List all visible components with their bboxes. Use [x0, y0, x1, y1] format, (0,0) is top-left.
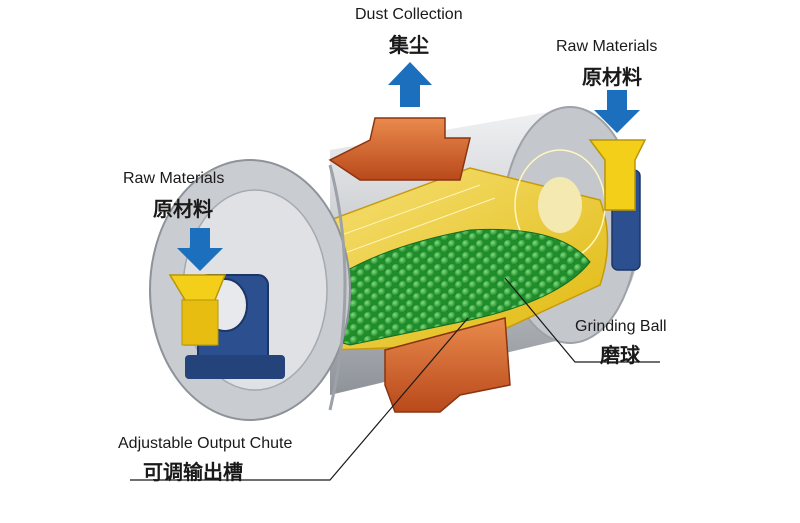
arrow-down-icon: [594, 90, 640, 133]
raw-materials-left-label-zh: 原材料: [153, 197, 213, 221]
output-chute-leader: [130, 317, 469, 481]
dust-collection-label-zh: 集尘: [389, 33, 429, 57]
output-chute-label-zh: 可调输出槽: [143, 460, 243, 484]
dust-hood: [328, 117, 471, 181]
grinding-ball-label-zh: 磨球: [600, 343, 640, 367]
front-feeder: [168, 274, 227, 346]
grinding-ball-leader: [504, 277, 660, 363]
grinding-ball-label-en: Grinding Ball: [575, 318, 667, 335]
output-chute-label-en: Adjustable Output Chute: [118, 435, 293, 452]
raw-materials-right-label-en: Raw Materials: [556, 38, 658, 55]
rear-feeder: [588, 139, 647, 211]
dust-collection-label-en: Dust Collection: [355, 6, 463, 23]
raw-materials-right-label-zh: 原材料: [582, 65, 642, 89]
arrow-up-icon: [388, 62, 432, 107]
raw-materials-left-label-en: Raw Materials: [123, 170, 225, 187]
grinding-balls: [304, 228, 591, 346]
arrow-down-icon: [177, 228, 223, 271]
output-chute: [384, 317, 511, 413]
